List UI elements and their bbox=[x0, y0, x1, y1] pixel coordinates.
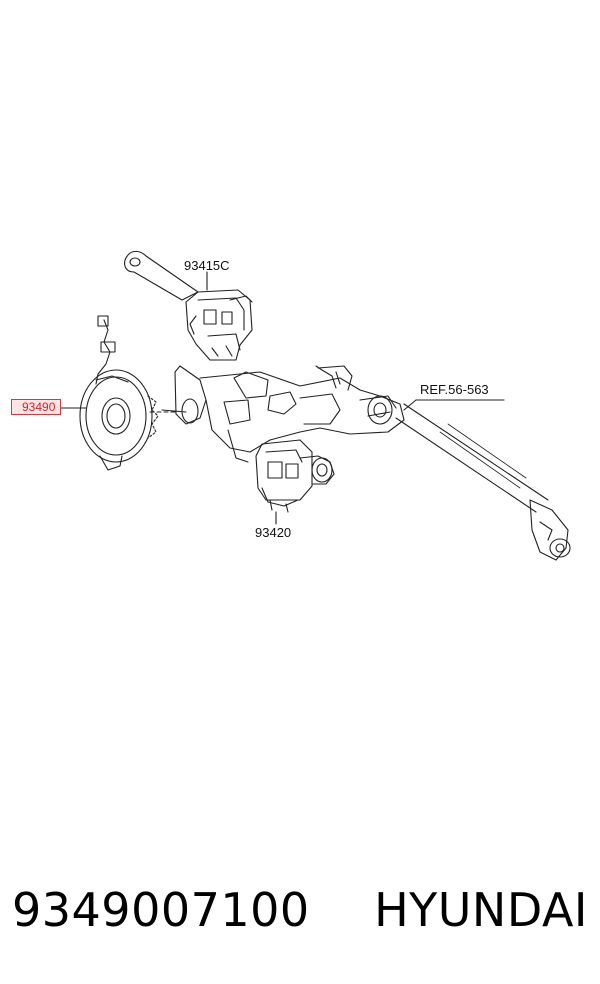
leader-lines bbox=[60, 271, 208, 409]
callout-93415c: 93415C bbox=[184, 258, 230, 273]
callout-93420: 93420 bbox=[255, 525, 292, 540]
part-footer: 9349007100 HYUNDAI bbox=[12, 880, 588, 940]
part-number: 9349007100 bbox=[12, 883, 310, 937]
steering-column-drawing bbox=[161, 365, 405, 463]
steering-column-diagram bbox=[60, 250, 571, 561]
clock-spring-drawing bbox=[79, 315, 176, 471]
multifunction-switch-drawing bbox=[124, 250, 253, 361]
brand-name: HYUNDAI bbox=[374, 883, 588, 937]
ignition-lock-drawing bbox=[255, 439, 335, 525]
intermediate-shaft-drawing bbox=[395, 399, 571, 561]
callout-93490-highlighted[interactable]: 93490 bbox=[11, 399, 61, 415]
callout-ref-56-563: REF.56-563 bbox=[420, 382, 489, 397]
